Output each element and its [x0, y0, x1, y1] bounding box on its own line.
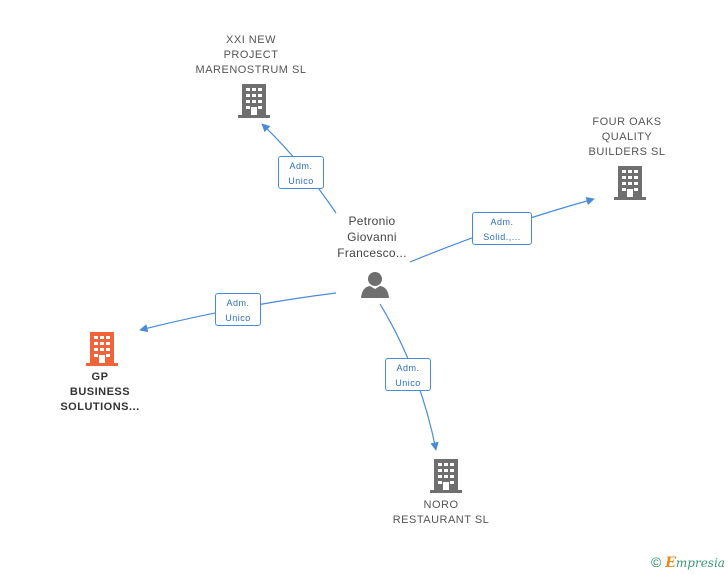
building-icon[interactable]	[86, 332, 118, 366]
copyright-brand: © Empresia	[651, 554, 725, 571]
role-box-fouroaks[interactable]: Adm. Solid.,...	[472, 212, 532, 245]
company-label-gp[interactable]: GP BUSINESS SOLUTIONS...	[60, 371, 140, 413]
company-label-xxi[interactable]: XXI NEW PROJECT MARENOSTRUM SL	[195, 34, 307, 76]
building-icon[interactable]	[430, 459, 462, 493]
role-box-xxi[interactable]: Adm. Unico	[278, 156, 324, 189]
center-person-name[interactable]: Petronio Giovanni Francesco...	[337, 214, 407, 260]
copyright-symbol: ©	[651, 554, 662, 570]
building-icon[interactable]	[614, 166, 646, 200]
role-box-noro[interactable]: Adm. Unico	[385, 358, 431, 391]
person-icon[interactable]	[360, 270, 390, 300]
brand-logo-text: mpresia	[675, 556, 725, 570]
company-label-fouroaks[interactable]: FOUR OAKS QUALITY BUILDERS SL	[588, 116, 666, 158]
company-label-noro[interactable]: NORO RESTAURANT SL	[392, 499, 490, 526]
building-icon[interactable]	[238, 84, 270, 118]
brand-logo-initial: E	[665, 555, 676, 571]
role-box-gp[interactable]: Adm. Unico	[215, 293, 261, 326]
